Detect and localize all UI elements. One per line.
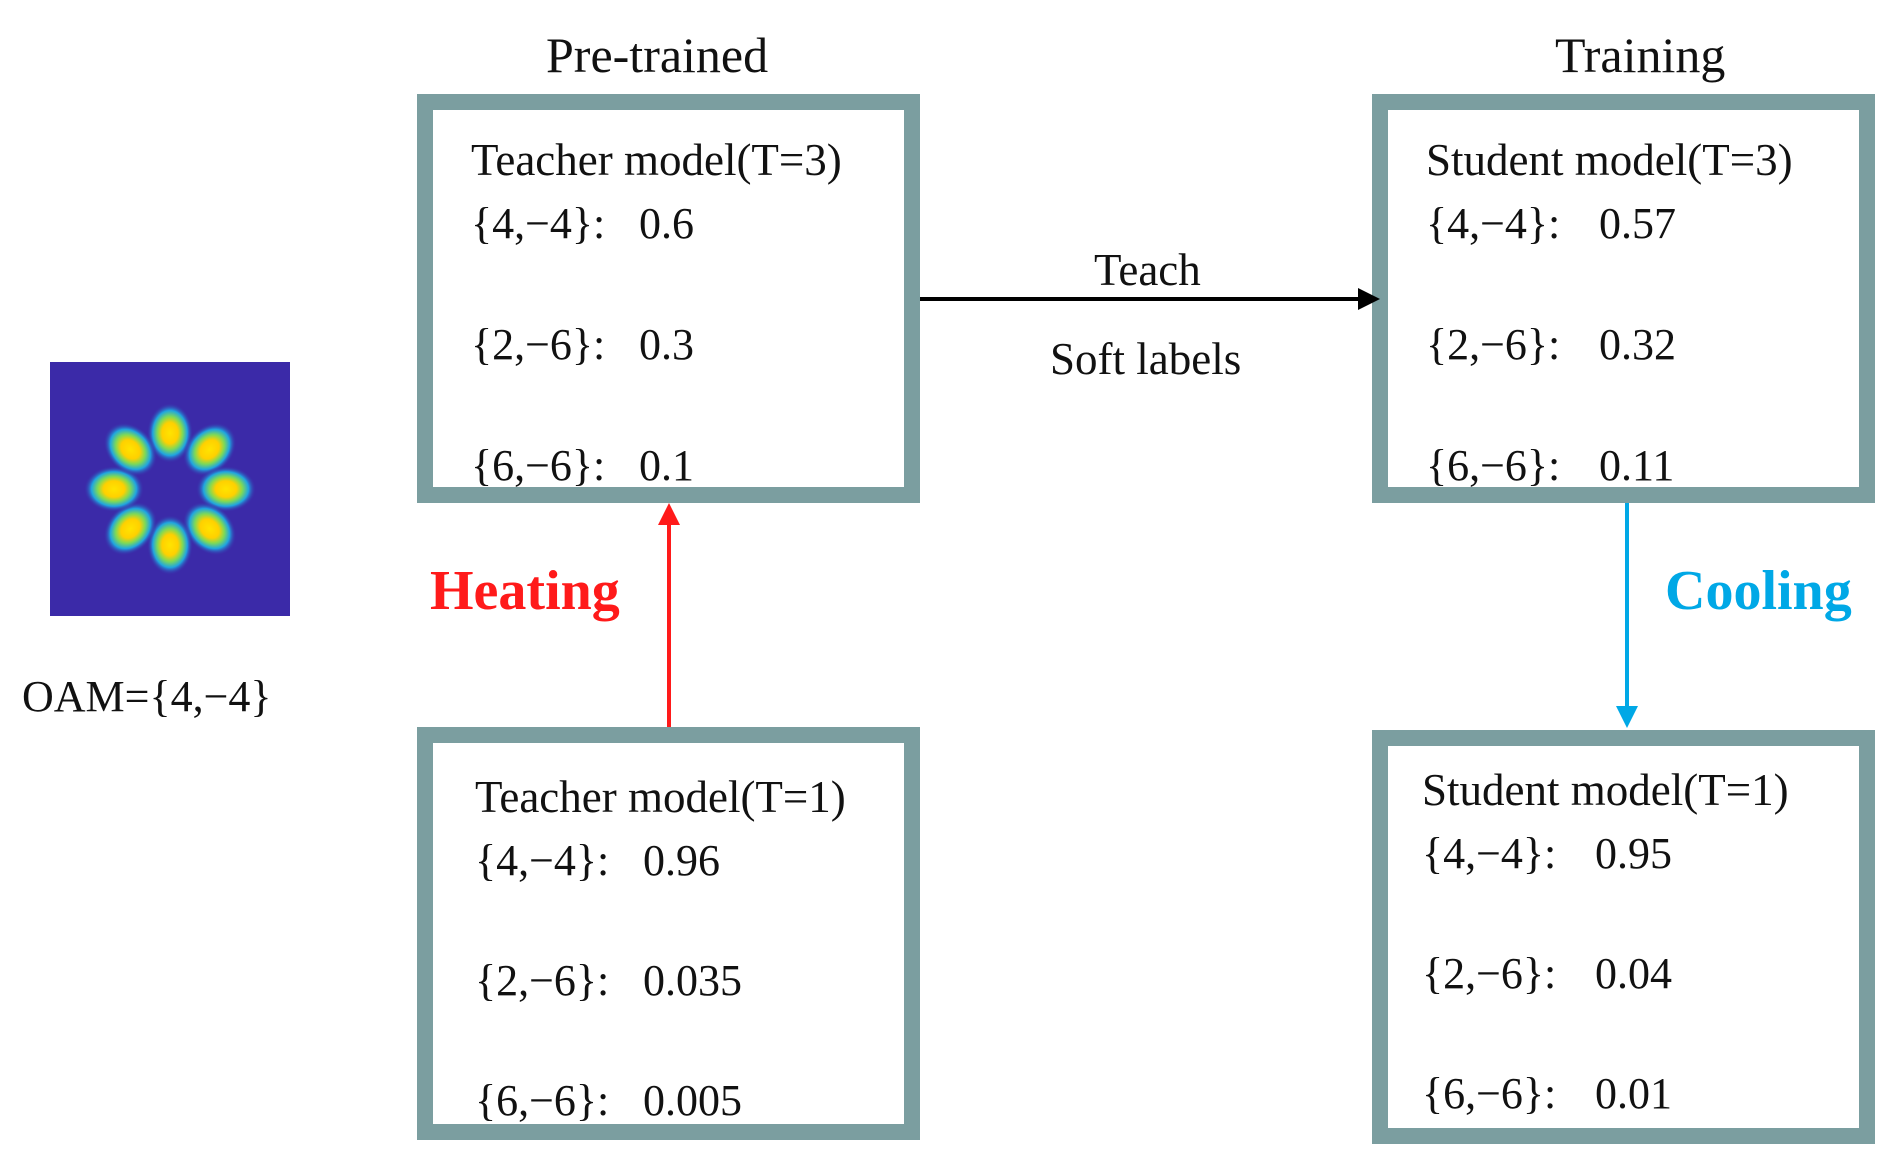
cooling-arrow	[1616, 503, 1638, 728]
pattern-lobe	[196, 466, 256, 512]
student-model-t1-box: Student model(T=1) {4,−4}: 0.95 {2,−6}: …	[1372, 730, 1875, 1144]
row-label: {6,−6}:	[471, 441, 606, 490]
row-value: 0.3	[639, 320, 694, 369]
oam-pattern-image	[50, 362, 290, 616]
row-label: {2,−6}:	[475, 956, 610, 1005]
student-t1-row-1: {4,−4}: 0.95	[1422, 829, 1672, 878]
pattern-lobe	[147, 403, 193, 463]
row-label: {4,−4}:	[475, 836, 610, 885]
pattern-lobe	[147, 515, 193, 575]
row-label: {2,−6}:	[1426, 320, 1561, 369]
teacher-model-t3-title: Teacher model(T=3)	[471, 135, 842, 185]
student-model-t3-title: Student model(T=3)	[1426, 135, 1793, 185]
teacher-t3-row-3: {6,−6}: 0.1	[471, 441, 694, 490]
row-label: {6,−6}:	[475, 1076, 610, 1125]
row-label: {4,−4}:	[1422, 829, 1557, 878]
student-model-t3-box: Student model(T=3) {4,−4}: 0.57 {2,−6}: …	[1372, 94, 1875, 503]
row-value: 0.04	[1595, 949, 1672, 998]
row-value: 0.32	[1599, 320, 1676, 369]
student-t1-row-2: {2,−6}: 0.04	[1422, 949, 1672, 998]
row-value: 0.6	[639, 199, 694, 248]
teacher-t1-row-1: {4,−4}: 0.96	[475, 836, 720, 885]
pattern-lobe	[182, 422, 237, 477]
heading-pretrained: Pre-trained	[546, 27, 769, 83]
heating-arrow	[658, 503, 680, 727]
teach-label: Teach	[1094, 245, 1201, 295]
row-label: {6,−6}:	[1426, 441, 1561, 490]
row-value: 0.005	[643, 1076, 742, 1125]
student-t3-row-3: {6,−6}: 0.11	[1426, 441, 1674, 490]
student-t3-row-1: {4,−4}: 0.57	[1426, 199, 1676, 248]
teacher-t3-row-2: {2,−6}: 0.3	[471, 320, 694, 369]
row-label: {2,−6}:	[1422, 949, 1557, 998]
row-value: 0.035	[643, 956, 742, 1005]
row-label: {4,−4}:	[1426, 199, 1561, 248]
row-label: {4,−4}:	[471, 199, 606, 248]
soft-labels-label: Soft labels	[1050, 334, 1242, 384]
teach-arrow	[920, 288, 1380, 310]
row-label: {6,−6}:	[1422, 1069, 1557, 1118]
teacher-t1-row-2: {2,−6}: 0.035	[475, 956, 742, 1005]
row-value: 0.11	[1599, 441, 1675, 490]
row-label: {2,−6}:	[471, 320, 606, 369]
student-t1-row-3: {6,−6}: 0.01	[1422, 1069, 1672, 1118]
pattern-lobe	[182, 501, 237, 556]
student-model-t1-title: Student model(T=1)	[1422, 765, 1789, 815]
pattern-lobe	[84, 466, 144, 512]
row-value: 0.96	[643, 836, 720, 885]
teacher-model-t1-box: Teacher model(T=1) {4,−4}: 0.96 {2,−6}: …	[417, 727, 920, 1140]
oam-label: OAM={4,−4}	[22, 672, 272, 721]
row-value: 0.01	[1595, 1069, 1672, 1118]
student-t3-row-2: {2,−6}: 0.32	[1426, 320, 1676, 369]
row-value: 0.95	[1595, 829, 1672, 878]
cooling-label: Cooling	[1665, 560, 1852, 622]
pattern-lobe	[103, 422, 158, 477]
row-value: 0.1	[639, 441, 694, 490]
row-value: 0.57	[1599, 199, 1676, 248]
teacher-t1-row-3: {6,−6}: 0.005	[475, 1076, 742, 1125]
teacher-model-t3-box: Teacher model(T=3) {4,−4}: 0.6 {2,−6}: 0…	[417, 94, 920, 503]
heating-label: Heating	[430, 560, 620, 622]
pattern-lobe	[103, 501, 158, 556]
heading-training: Training	[1555, 27, 1726, 83]
teacher-t3-row-1: {4,−4}: 0.6	[471, 199, 694, 248]
teacher-model-t1-title: Teacher model(T=1)	[475, 772, 846, 822]
